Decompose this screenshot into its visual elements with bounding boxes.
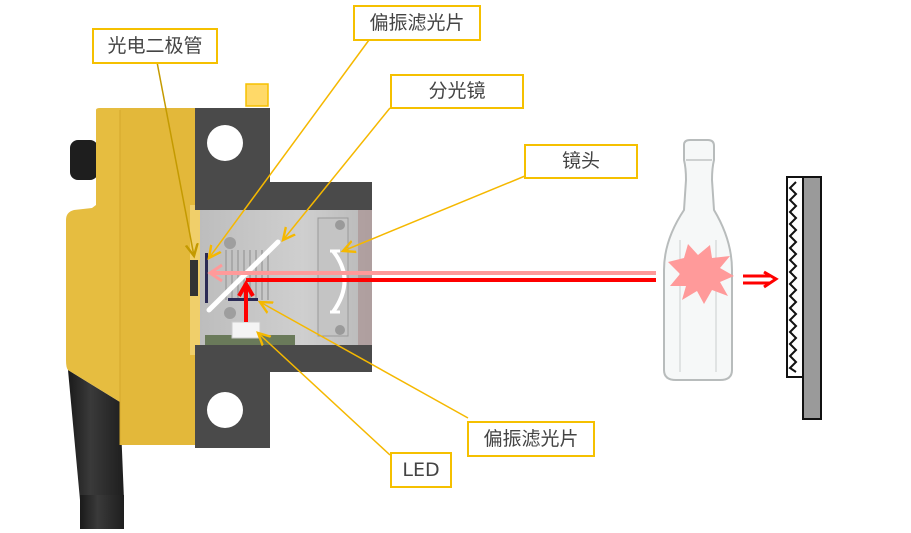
mount-hole-bottom [207,392,243,428]
emit-beam [237,278,656,322]
label-polarizer-receive: 偏振滤光片 [353,5,481,41]
beam-splitter [206,239,281,313]
label-lens: 镜头 [524,144,638,179]
photodiode [190,260,198,296]
label-photodiode: 光电二极管 [92,28,218,64]
indicator-led [245,83,269,107]
mount-hole-top [207,125,243,161]
label-polarizer-emit: 偏振滤光片 [467,421,595,457]
cable [68,370,124,529]
return-beam [207,263,656,283]
polarizer-receive [205,253,208,303]
transmitted-beam [743,270,779,289]
label-led: LED [390,452,452,488]
burst-icon [668,244,734,304]
sensor-housing [66,108,200,445]
label-beam-splitter: 分光镜 [390,74,524,109]
led-emitter [231,321,261,339]
leader-lines [156,39,526,456]
connector-knob [70,140,98,180]
retro-reflector [786,176,822,420]
polarizer-emit [228,298,258,301]
